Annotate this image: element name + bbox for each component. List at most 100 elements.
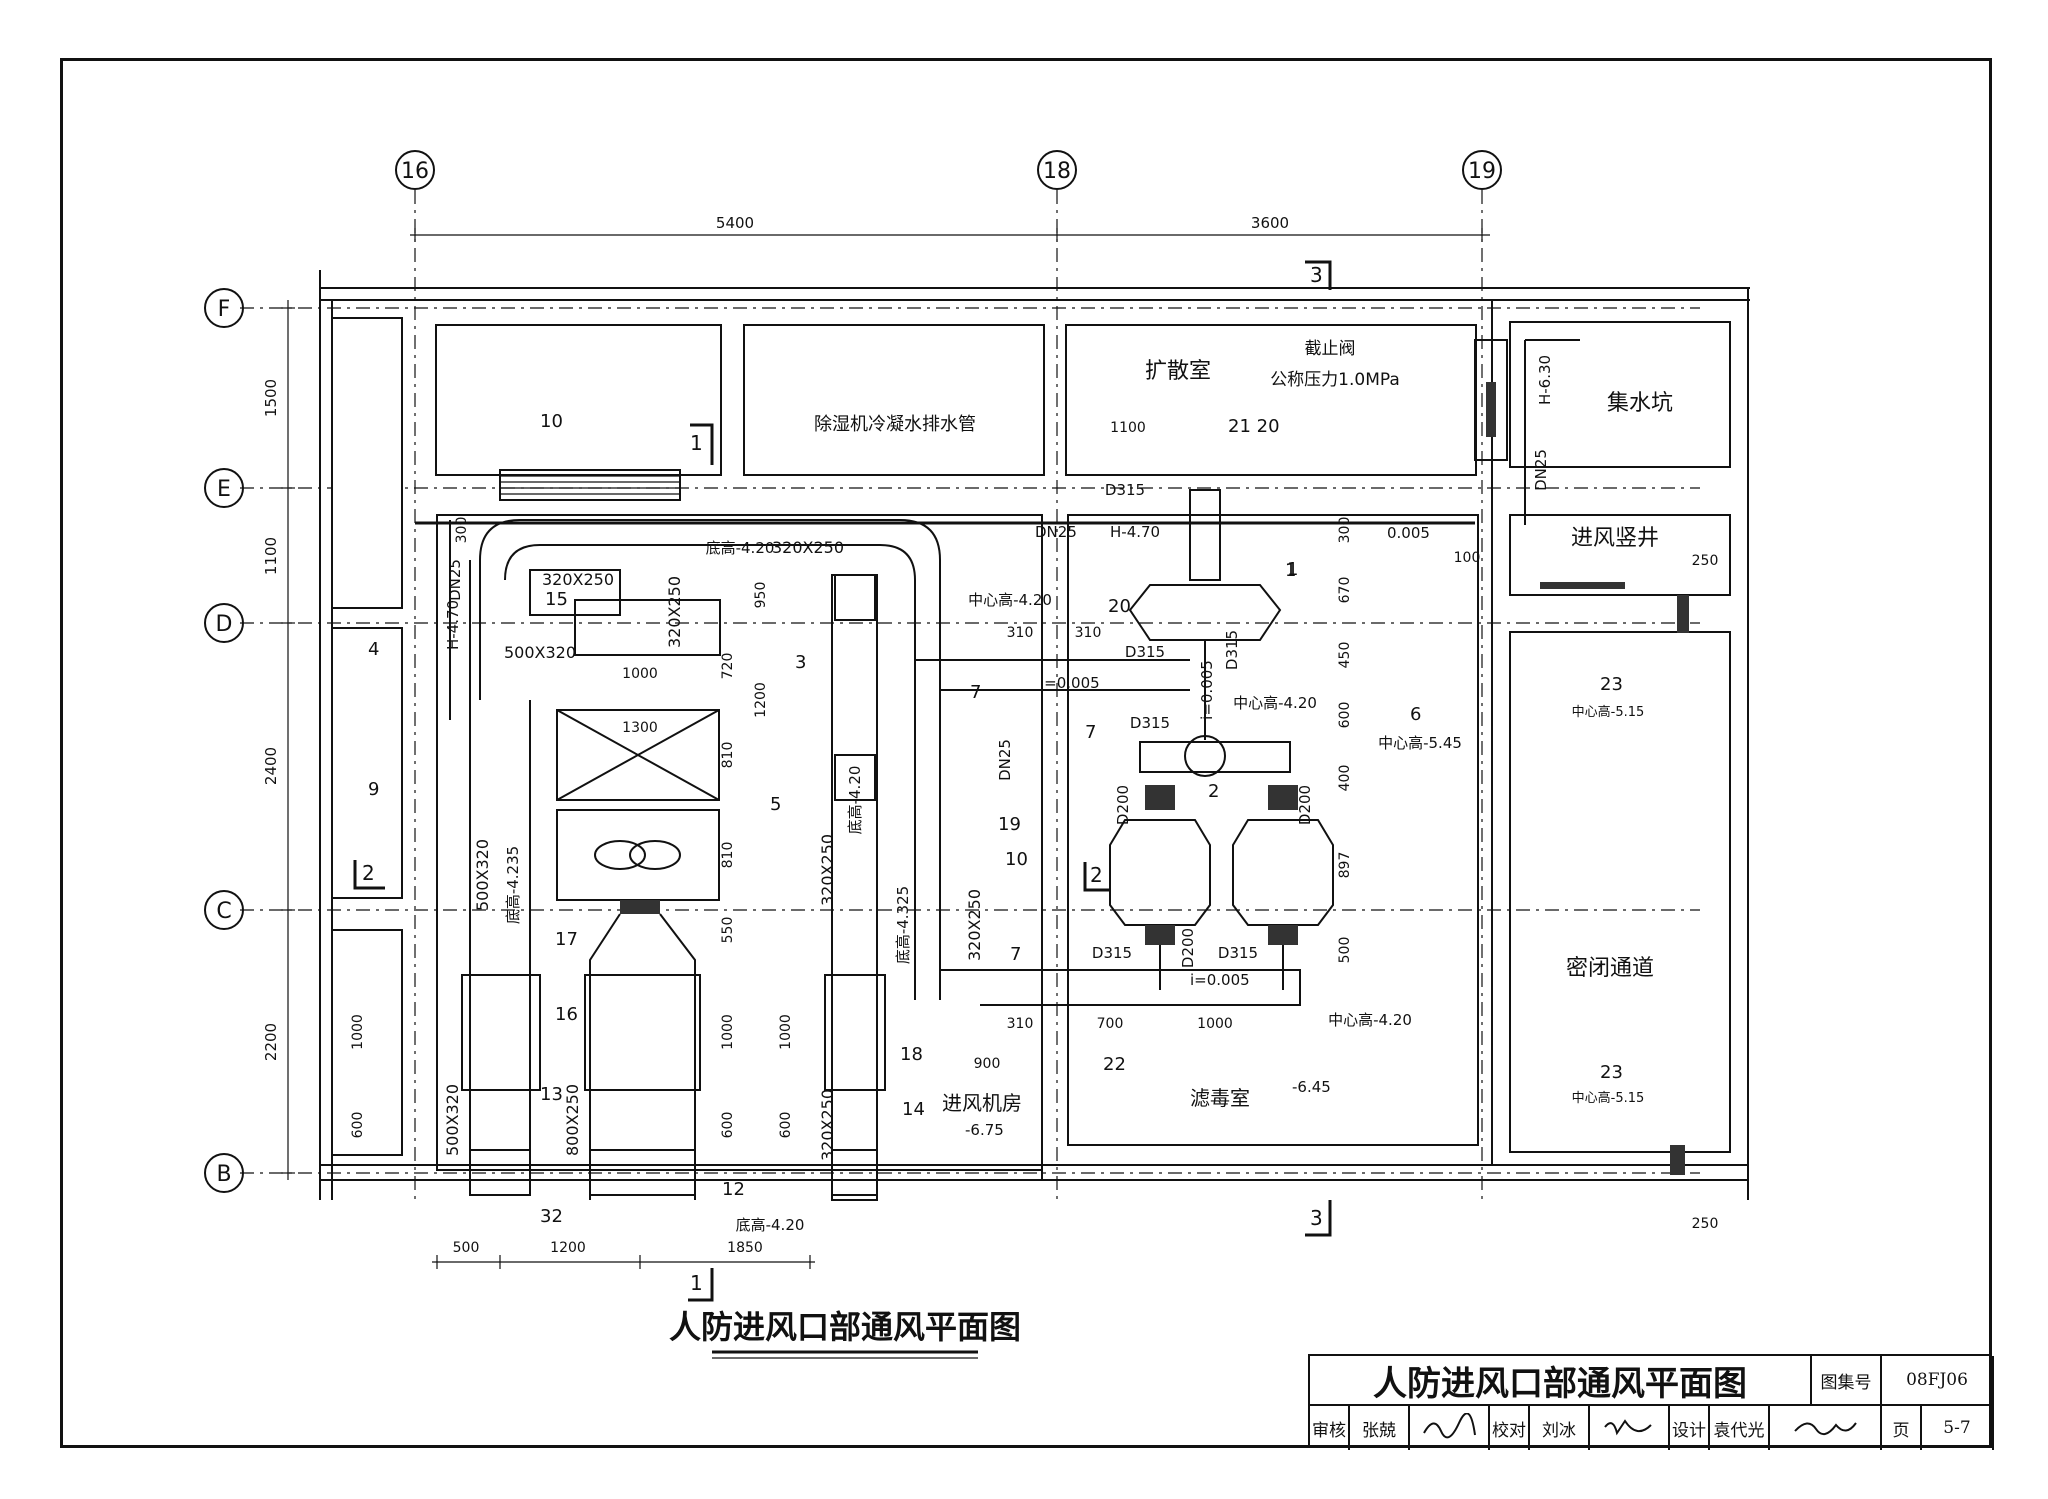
svg-text:H-6.30: H-6.30 — [1536, 355, 1554, 405]
room-fan: 进风机房 — [942, 1091, 1022, 1115]
svg-text:950: 950 — [753, 582, 769, 609]
svg-text:1000: 1000 — [350, 1014, 366, 1050]
svg-text:-6.45: -6.45 — [1292, 1078, 1331, 1096]
axis-F: F — [218, 297, 231, 322]
svg-text:19: 19 — [998, 814, 1021, 835]
atlas-no: 08FJ06 — [1882, 1356, 1994, 1406]
axis-19: 19 — [1468, 159, 1496, 184]
svg-text:15: 15 — [545, 589, 568, 610]
svg-text:810: 810 — [720, 842, 736, 869]
room-airtight: 密闭通道 — [1566, 956, 1654, 981]
svg-text:21 20: 21 20 — [1228, 416, 1280, 437]
svg-text:D200: D200 — [1296, 785, 1314, 825]
svg-text:底高-4.20: 底高-4.20 — [706, 539, 775, 557]
svg-text:310: 310 — [1075, 625, 1102, 641]
svg-text:1: 1 — [690, 431, 703, 455]
axis-E: E — [217, 477, 231, 502]
room-shaft: 进风竖井 — [1571, 526, 1659, 551]
svg-text:2: 2 — [1090, 863, 1103, 887]
svg-text:10: 10 — [540, 411, 563, 432]
svg-text:1: 1 — [1287, 559, 1298, 580]
check-signature — [1590, 1406, 1670, 1450]
duct-network — [415, 339, 1689, 1201]
svg-text:中心高-4.20: 中心高-4.20 — [1233, 694, 1317, 712]
svg-text:D315: D315 — [1105, 481, 1145, 499]
svg-text:DN25: DN25 — [446, 559, 464, 601]
svg-text:320X250: 320X250 — [772, 538, 844, 557]
axis-16: 16 — [401, 159, 429, 184]
svg-text:2400: 2400 — [262, 747, 280, 785]
svg-text:300: 300 — [454, 517, 470, 544]
svg-text:1000: 1000 — [622, 666, 658, 682]
svg-text:i=0.005: i=0.005 — [1040, 674, 1100, 692]
svg-text:1000: 1000 — [1197, 1016, 1233, 1032]
svg-text:600: 600 — [720, 1112, 736, 1139]
svg-text:600: 600 — [778, 1112, 794, 1139]
svg-text:9: 9 — [368, 779, 379, 800]
svg-text:1100: 1100 — [262, 537, 280, 575]
svg-text:17: 17 — [555, 929, 578, 950]
axis-lines — [240, 190, 1700, 1200]
svg-text:1200: 1200 — [753, 682, 769, 718]
svg-text:-6.75: -6.75 — [965, 1121, 1004, 1139]
axis-C: C — [216, 899, 231, 924]
svg-text:1: 1 — [690, 1271, 703, 1295]
svg-text:7: 7 — [1085, 722, 1096, 743]
svg-text:DN25: DN25 — [1035, 523, 1077, 541]
callouts: 10 1 15 4 9 5 17 16 13 32 12 3 18 14 7 7… — [368, 411, 1623, 1227]
svg-text:D315: D315 — [1092, 944, 1132, 962]
svg-text:DN25: DN25 — [996, 739, 1014, 781]
svg-text:1300: 1300 — [622, 720, 658, 736]
svg-text:310: 310 — [1007, 625, 1034, 641]
svg-text:600: 600 — [350, 1112, 366, 1139]
svg-text:i=0.005: i=0.005 — [1190, 971, 1250, 989]
design-label: 设计 — [1670, 1406, 1710, 1450]
svg-text:16: 16 — [555, 1004, 578, 1025]
svg-text:D315: D315 — [1125, 643, 1165, 661]
svg-text:底高-4.235: 底高-4.235 — [504, 846, 522, 924]
walls — [319, 270, 1750, 1200]
svg-text:除湿机冷凝水排水管: 除湿机冷凝水排水管 — [814, 414, 976, 435]
design-signature — [1770, 1406, 1882, 1450]
svg-text:310: 310 — [1007, 1016, 1034, 1032]
svg-text:7: 7 — [1010, 944, 1021, 965]
page-label: 页 — [1882, 1406, 1922, 1450]
svg-text:12: 12 — [722, 1179, 745, 1200]
svg-text:1000: 1000 — [778, 1014, 794, 1050]
svg-text:D315: D315 — [1218, 944, 1258, 962]
svg-text:500: 500 — [453, 1240, 480, 1256]
svg-text:4: 4 — [368, 639, 379, 660]
inner-dimensions: 1000 1300 720 810 810 550 1000 600 950 1… — [350, 420, 1718, 1232]
room-diffusion: 扩散室 — [1145, 359, 1211, 384]
review-signature — [1410, 1406, 1490, 1450]
svg-text:450: 450 — [1337, 642, 1353, 669]
svg-text:中心高-5.15: 中心高-5.15 — [1572, 1090, 1645, 1106]
svg-text:底高-4.20: 底高-4.20 — [736, 1216, 805, 1234]
check-label: 校对 — [1490, 1406, 1530, 1450]
svg-text:D200: D200 — [1179, 928, 1197, 968]
svg-text:5400: 5400 — [716, 214, 754, 232]
atlas-label: 图集号 — [1812, 1356, 1882, 1406]
svg-text:500X320: 500X320 — [473, 839, 492, 911]
svg-text:550: 550 — [720, 917, 736, 944]
duct-labels: 320X250 320X250 320X250 320X250 320X250 … — [443, 481, 1314, 1161]
axis-bubbles: 16 18 19 F E D C B — [204, 150, 1502, 1193]
svg-text:3: 3 — [1310, 263, 1323, 287]
svg-text:截止阀: 截止阀 — [1305, 339, 1356, 359]
svg-text:300: 300 — [1337, 517, 1353, 544]
svg-text:250: 250 — [1692, 1216, 1719, 1232]
svg-text:22: 22 — [1103, 1054, 1126, 1075]
svg-text:中心高-5.45: 中心高-5.45 — [1378, 734, 1462, 752]
svg-text:2200: 2200 — [262, 1023, 280, 1061]
drawing-frame — [60, 58, 1992, 1448]
svg-text:5: 5 — [770, 794, 781, 815]
svg-text:500X320: 500X320 — [443, 1084, 462, 1156]
svg-text:14: 14 — [902, 1099, 925, 1120]
svg-text:500: 500 — [1337, 937, 1353, 964]
section-marks: 1 1 2 2 3 3 — [353, 260, 1332, 1302]
title-block-title: 人防进风口部通风平面图 — [1310, 1356, 1812, 1406]
check-name: 刘冰 — [1530, 1406, 1590, 1450]
svg-text:1: 1 — [1285, 560, 1296, 581]
svg-text:500X320: 500X320 — [504, 643, 576, 662]
svg-text:6: 6 — [1410, 704, 1421, 725]
